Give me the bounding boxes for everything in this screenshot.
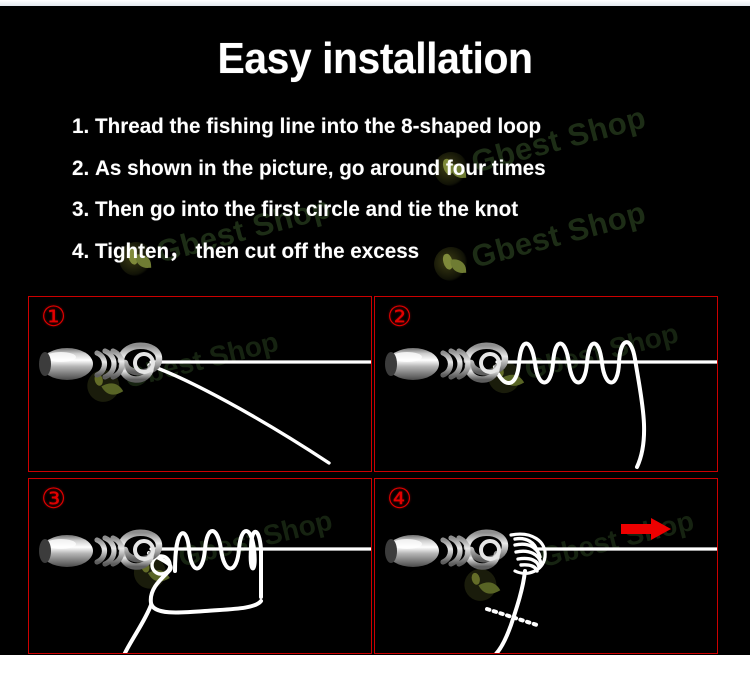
steps-list: 1.Thread the fishing line into the 8-sha… [72, 114, 712, 282]
illustration-step-4: Gbest Shop [385, 505, 717, 653]
list-item: 3.Then go into the first circle and tie … [72, 197, 686, 221]
list-item: 1.Thread the fishing line into the 8-sha… [72, 114, 686, 138]
step-illustrations-grid: ① Gbest [28, 296, 718, 654]
step-number: 3. [72, 197, 90, 221]
panel-step-1: ① Gbest [28, 296, 372, 472]
svg-text:Gbest Shop: Gbest Shop [537, 505, 697, 573]
dotted-cut-line-icon [485, 607, 539, 627]
step-number: 1. [72, 114, 90, 138]
top-edge-strip [0, 0, 750, 6]
arrow-right-icon [621, 518, 671, 540]
illustration-step-3: Gbest Shop [39, 505, 371, 653]
step-text: As shown in the picture, go around four … [94, 155, 546, 180]
step-text: Tighten， then cut off the excess [94, 238, 420, 263]
step-badge: ③ [41, 482, 67, 515]
black-stage: Gbest Shop Gbest Shop Gbest Shop Easy in… [0, 6, 750, 655]
step-text: Then go into the first circle and tie th… [94, 197, 519, 221]
page-title: Easy installation [217, 34, 533, 83]
step-number: 4. [72, 238, 90, 263]
panel-step-2: ② Gbest Shop [374, 296, 718, 472]
panel-step-3: ③ Gbest Shop [28, 478, 372, 654]
list-item: 4.Tighten， then cut off the excess [72, 238, 686, 263]
step-badge: ④ [387, 482, 413, 515]
illustration-step-1: Gbest Shop [39, 326, 371, 465]
illustration-step-2: Gbest Shop [385, 317, 717, 469]
step-text: Thread the fishing line into the 8-shape… [94, 114, 542, 138]
panel-step-4: ④ Gbest Shop [374, 478, 718, 654]
step-badge: ② [387, 300, 413, 333]
list-item: 2.As shown in the picture, go around fou… [72, 155, 686, 180]
step-badge: ① [41, 300, 67, 333]
svg-text:Gbest Shop: Gbest Shop [122, 326, 282, 394]
step-number: 2. [72, 155, 90, 180]
